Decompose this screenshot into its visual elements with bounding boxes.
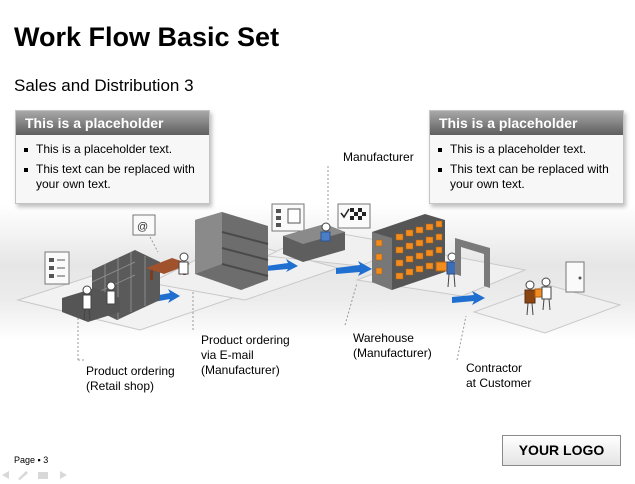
label-warehouse: Warehouse (Manufacturer) xyxy=(353,331,432,361)
customer-figure-1 xyxy=(82,285,92,321)
order-board-icon xyxy=(271,203,305,232)
label-contractor: Contractor at Customer xyxy=(466,361,531,391)
label-line: Product ordering xyxy=(86,364,175,378)
page-title: Work Flow Basic Set xyxy=(14,22,280,52)
placeholder-box-right: This is a placeholder This is a placehol… xyxy=(429,110,624,204)
loading-gate xyxy=(455,238,490,288)
logo-placeholder: YOUR LOGO xyxy=(502,435,621,466)
placeholder-header: This is a placeholder xyxy=(430,111,623,135)
placeholder-box-left: This is a placeholder This is a placehol… xyxy=(15,110,210,204)
order-list-icon-retail xyxy=(44,251,70,285)
leader-contractor xyxy=(456,315,467,361)
platform-contractor xyxy=(472,284,622,334)
placeholder-header: This is a placeholder xyxy=(16,111,209,135)
placeholder-item: This text can be replaced with your own … xyxy=(24,162,209,192)
flow-arrow-2 xyxy=(266,259,298,272)
label-manufacturer: Manufacturer xyxy=(343,150,414,165)
page-number: Page ▪ 3 xyxy=(14,455,49,465)
label-line: Product ordering xyxy=(201,333,290,347)
placeholder-item: This is a placeholder text. xyxy=(438,142,623,157)
customer-figure-2 xyxy=(106,281,116,305)
email-icon: @ xyxy=(132,214,156,236)
nav-menu-icon xyxy=(38,472,48,479)
label-line: (Retail shop) xyxy=(86,379,155,393)
slide-nav-icons[interactable] xyxy=(0,470,80,480)
label-line: Manufacturer xyxy=(343,150,414,164)
customer-person xyxy=(541,277,552,311)
label-line: Contractor xyxy=(466,361,523,375)
placeholder-item: This text can be replaced with your own … xyxy=(438,162,623,192)
delivery-person xyxy=(524,280,536,316)
flow-arrow-3 xyxy=(336,261,372,276)
door xyxy=(565,261,585,293)
label-email: Product ordering via E-mail (Manufacture… xyxy=(201,333,290,378)
svg-text:@: @ xyxy=(137,221,148,233)
storage-shelves xyxy=(195,212,269,290)
nav-pen-icon xyxy=(18,471,28,480)
schedule-board-icon xyxy=(337,203,371,229)
label-retail: Product ordering (Retail shop) xyxy=(86,364,175,394)
manufacturer-worker xyxy=(320,222,331,242)
leader-warehouse xyxy=(344,282,358,326)
nav-prev-icon xyxy=(2,471,9,479)
office-worker xyxy=(178,252,189,275)
page-subtitle: Sales and Distribution 3 xyxy=(14,76,194,95)
placeholder-item: This is a placeholder text. xyxy=(24,142,209,157)
label-line: via E-mail xyxy=(201,348,254,362)
flow-arrow-4 xyxy=(452,291,485,305)
warehouse-rack xyxy=(372,214,445,290)
nav-next-icon xyxy=(60,471,67,479)
label-line: (Manufacturer) xyxy=(353,346,432,360)
label-line: (Manufacturer) xyxy=(201,363,280,377)
label-line: at Customer xyxy=(466,376,532,390)
label-line: Warehouse xyxy=(353,331,414,345)
